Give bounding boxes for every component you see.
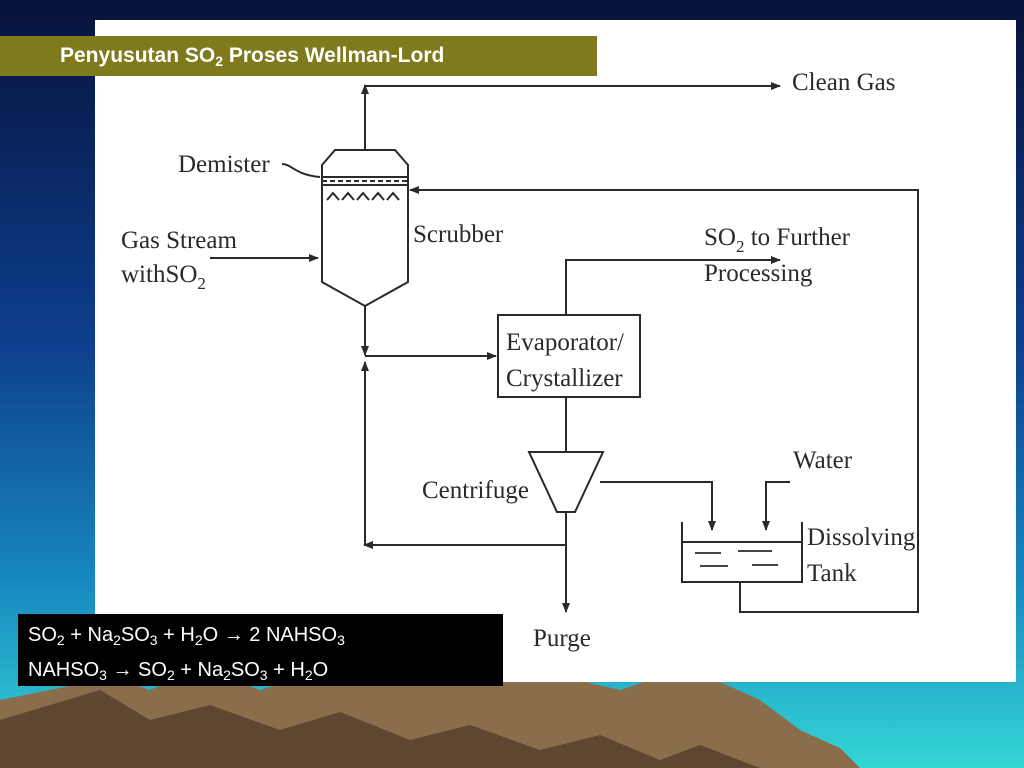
label-centrifuge: Centrifuge [422, 477, 529, 504]
scrubber-vessel [321, 149, 409, 308]
label-gas-stream-so2: withSO2 [121, 261, 206, 293]
spray-nozzles [326, 191, 400, 201]
reaction-equations: SO2 + Na2SO3 + H2O → 2 NAHSO3 NAHSO3 → S… [18, 614, 503, 686]
label-evaporator: Evaporator/ [506, 329, 624, 356]
equation-regeneration: NAHSO3 → SO2 + Na2SO3 + H2O [28, 659, 329, 683]
label-so2-further: SO2 to Further [704, 224, 851, 256]
label-gas-stream: Gas Stream [121, 227, 237, 254]
label-clean-gas: Clean Gas [792, 69, 895, 96]
centrifuge [527, 451, 605, 513]
label-scrubber: Scrubber [413, 221, 504, 248]
label-purge: Purge [533, 625, 591, 652]
dissolving-tank [681, 522, 803, 583]
label-tank: Tank [807, 560, 857, 587]
label-crystallizer: Crystallizer [506, 365, 623, 392]
water-inlet [762, 481, 790, 531]
label-demister: Demister [178, 151, 270, 178]
label-dissolving: Dissolving [807, 524, 916, 551]
evaporator-crystallizer [497, 314, 641, 398]
label-water: Water [793, 447, 853, 474]
slide-title: Penyusutan SO2 Proses Wellman-Lord [0, 36, 597, 76]
equation-absorption: SO2 + Na2SO3 + H2O → 2 NAHSO3 [28, 624, 345, 648]
recycle-line [409, 186, 919, 613]
label-processing: Processing [704, 260, 813, 287]
diagram-panel [95, 20, 1016, 682]
